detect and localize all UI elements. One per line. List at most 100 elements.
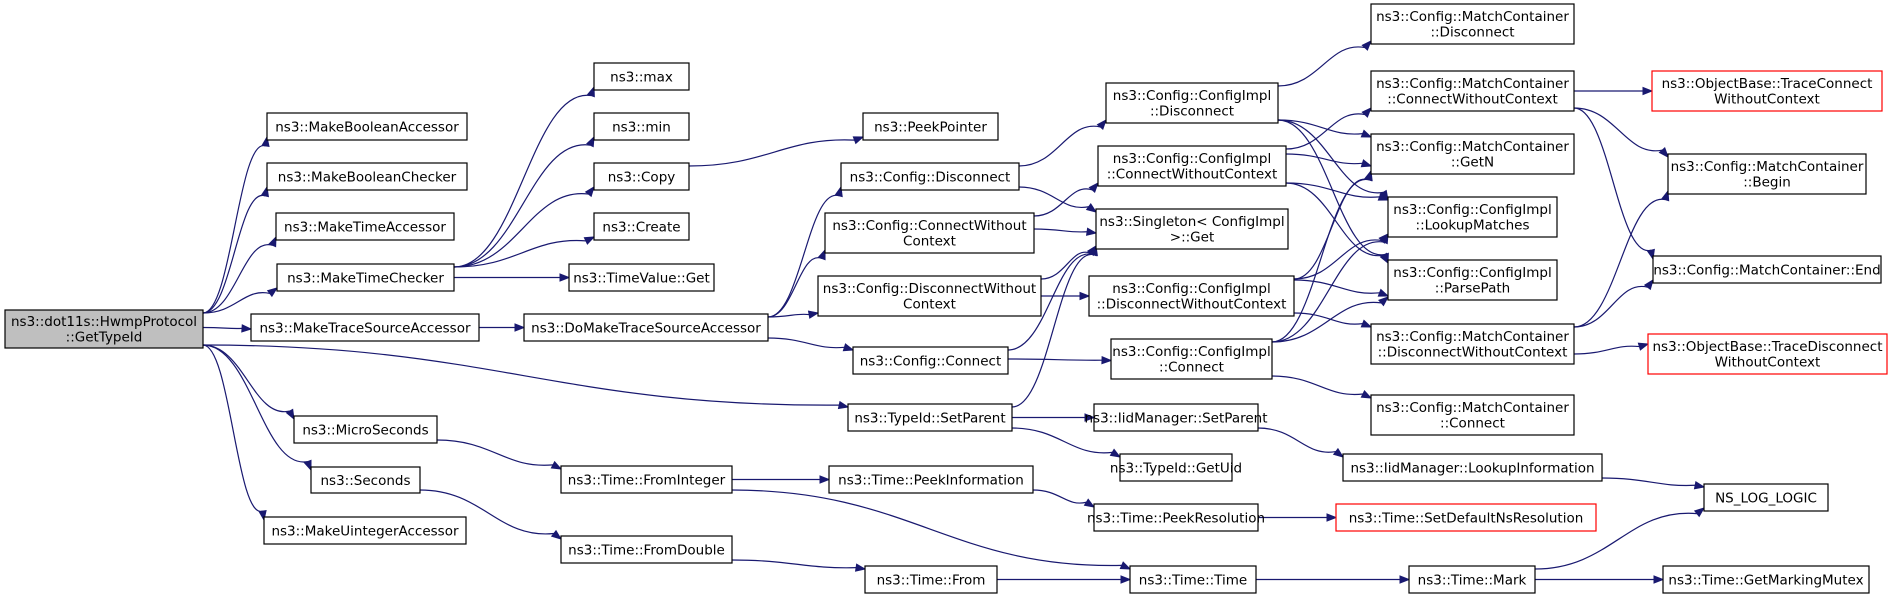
node-label: ns3::TypeId::GetUid: [1110, 460, 1242, 476]
node-lookupinfo[interactable]: ns3::IidManager::LookupInformation: [1342, 453, 1603, 482]
node-label: ::Disconnect: [1430, 25, 1514, 41]
arrowhead-icon: [1361, 39, 1372, 51]
node-mua[interactable]: ns3::MakeUintegerAccessor: [263, 516, 467, 545]
node-mba[interactable]: ns3::MakeBooleanAccessor: [266, 112, 468, 141]
edge-fromint-to-timetime: [731, 489, 1132, 570]
edge-cfgdisc-to-cidisc: [1018, 118, 1107, 167]
node-mcend[interactable]: ns3::Config::MatchContainer::End: [1652, 255, 1882, 284]
node-obtdwc[interactable]: ns3::ObjectBase::TraceDisconnectWithoutC…: [1647, 333, 1888, 375]
arrowhead-icon: [1120, 575, 1132, 584]
edge-cfgconn-to-ciconn: [1007, 355, 1113, 365]
node-cfgdwc[interactable]: ns3::Config::DisconnectWithoutContext: [817, 275, 1042, 317]
node-box: [276, 263, 455, 292]
node-box: [593, 112, 690, 141]
node-root[interactable]: ns3::dot11s::HwmpProtocol::GetTypeId: [4, 309, 204, 349]
arrowhead-icon: [559, 273, 571, 282]
node-box: [852, 346, 1009, 375]
edge-timetime-to-mark: [1256, 575, 1411, 584]
node-setdefres[interactable]: ns3::Time::SetDefaultNsResolution: [1335, 503, 1597, 532]
edge-mcdwc-to-mcbegin: [1573, 189, 1670, 328]
arrowhead-icon: [1399, 575, 1411, 584]
node-tvget[interactable]: ns3::TimeValue::Get: [568, 263, 715, 292]
edge-fromint-to-peekinfo: [731, 475, 831, 484]
node-label: ns3::MakeBooleanChecker: [278, 169, 457, 185]
node-ciconn[interactable]: ns3::Config::ConfigImpl::Connect: [1110, 338, 1273, 380]
node-label: ns3::PeekPointer: [874, 119, 987, 135]
node-peekinfo[interactable]: ns3::Time::PeekInformation: [828, 465, 1034, 494]
node-label: ::ConnectWithoutContext: [1107, 167, 1278, 183]
node-box: [560, 535, 733, 564]
edge-dmtsa-to-cfgconn: [767, 337, 855, 352]
arrowhead-icon: [1378, 296, 1390, 307]
node-box: [840, 162, 1020, 191]
node-mcbegin[interactable]: ns3::Config::MatchContainer::Begin: [1667, 153, 1867, 195]
node-box: [1387, 259, 1558, 301]
node-peekptr[interactable]: ns3::PeekPointer: [862, 112, 999, 141]
node-label: ::DisconnectWithoutContext: [1097, 297, 1287, 313]
node-parse[interactable]: ns3::Config::ConfigImpl::ParsePath: [1387, 259, 1558, 301]
node-mtc[interactable]: ns3::MakeTimeChecker: [276, 263, 455, 292]
node-timefrom[interactable]: ns3::Time::From: [864, 565, 998, 594]
node-fromint[interactable]: ns3::Time::FromInteger: [560, 465, 733, 494]
node-obtcwc[interactable]: ns3::ObjectBase::TraceConnectWithoutCont…: [1651, 70, 1883, 112]
edge-cicwc-to-mcgetn: [1285, 153, 1373, 168]
edge-line: [1285, 113, 1365, 150]
edge-line: [1033, 188, 1093, 217]
node-box: [817, 275, 1042, 317]
arrowhead-icon: [1360, 390, 1373, 399]
node-mtsa[interactable]: ns3::MakeTraceSourceAccessor: [250, 313, 480, 342]
node-copy[interactable]: ns3::Copy: [593, 162, 690, 191]
node-box: [560, 465, 733, 494]
node-fromdbl[interactable]: ns3::Time::FromDouble: [560, 535, 733, 564]
node-box: [1097, 145, 1287, 187]
node-mcgetn[interactable]: ns3::Config::MatchContainer::GetN: [1370, 133, 1575, 175]
edge-cfgdwc-to-singleton: [1040, 244, 1097, 280]
node-box: [1335, 503, 1597, 532]
node-cfgconn[interactable]: ns3::Config::Connect: [852, 346, 1009, 375]
node-mcconn[interactable]: ns3::Config::MatchContainer::Connect: [1370, 394, 1575, 436]
edge-ciconn-to-parse: [1271, 296, 1390, 343]
node-getmutex[interactable]: ns3::Time::GetMarkingMutex: [1662, 565, 1870, 594]
edge-line: [1277, 119, 1386, 256]
arrowhead-icon: [584, 185, 595, 198]
node-peekres[interactable]: ns3::Time::PeekResolution: [1087, 503, 1265, 532]
node-mccwc[interactable]: ns3::Config::MatchContainer::ConnectWith…: [1370, 70, 1575, 112]
node-label: ns3::Singleton< ConfigImpl: [1099, 214, 1284, 230]
arrowhead-icon: [303, 459, 312, 472]
node-dmtsa[interactable]: ns3::DoMakeTraceSourceAccessor: [523, 313, 769, 342]
node-cicwc[interactable]: ns3::Config::ConfigImpl::ConnectWithoutC…: [1097, 145, 1287, 187]
node-nslog[interactable]: NS_LOG_LOGIC: [1703, 483, 1829, 512]
node-create[interactable]: ns3::Create: [593, 212, 690, 241]
node-min[interactable]: ns3::min: [593, 112, 690, 141]
node-cfgcwc[interactable]: ns3::Config::ConnectWithoutContext: [824, 212, 1035, 254]
node-label: ::Connect: [1159, 360, 1224, 376]
node-getuid[interactable]: ns3::TypeId::GetUid: [1110, 453, 1242, 482]
node-cidwc[interactable]: ns3::Config::ConfigImpl::DisconnectWitho…: [1088, 275, 1295, 317]
node-mta[interactable]: ns3::MakeTimeAccessor: [275, 212, 455, 241]
node-cfgdisc[interactable]: ns3::Config::Disconnect: [840, 162, 1020, 191]
node-box: [1110, 338, 1273, 380]
arrowhead-icon: [1658, 147, 1669, 159]
node-iidsetparent[interactable]: ns3::IidManager::SetParent: [1085, 403, 1268, 432]
node-setparent[interactable]: ns3::TypeId::SetParent: [847, 403, 1013, 432]
node-timetime[interactable]: ns3::Time::Time: [1129, 565, 1257, 594]
node-lookup[interactable]: ns3::Config::ConfigImpl::LookupMatches: [1387, 196, 1558, 238]
arrowhead-icon: [586, 135, 595, 148]
arrowhead-icon: [1326, 513, 1338, 522]
arrowhead-icon: [285, 408, 295, 421]
node-max[interactable]: ns3::max: [593, 62, 690, 91]
arrowhead-icon: [1653, 575, 1665, 584]
node-mbc[interactable]: ns3::MakeBooleanChecker: [266, 162, 468, 191]
node-micro[interactable]: ns3::MicroSeconds: [293, 415, 438, 444]
arrowhead-icon: [1642, 86, 1654, 96]
node-label: ::Begin: [1743, 175, 1791, 191]
node-mcdwc[interactable]: ns3::Config::MatchContainer::DisconnectW…: [1370, 323, 1575, 365]
node-mcdisc[interactable]: ns3::Config::MatchContainer::Disconnect: [1370, 3, 1575, 45]
node-singleton[interactable]: ns3::Singleton< ConfigImpl>::Get: [1095, 208, 1289, 250]
node-mark[interactable]: ns3::Time::Mark: [1408, 565, 1536, 594]
node-cidisc[interactable]: ns3::Config::ConfigImpl::Disconnect: [1105, 82, 1279, 124]
node-box: [1408, 565, 1536, 594]
node-secs[interactable]: ns3::Seconds: [310, 466, 421, 494]
node-label: ns3::Create: [602, 219, 680, 235]
